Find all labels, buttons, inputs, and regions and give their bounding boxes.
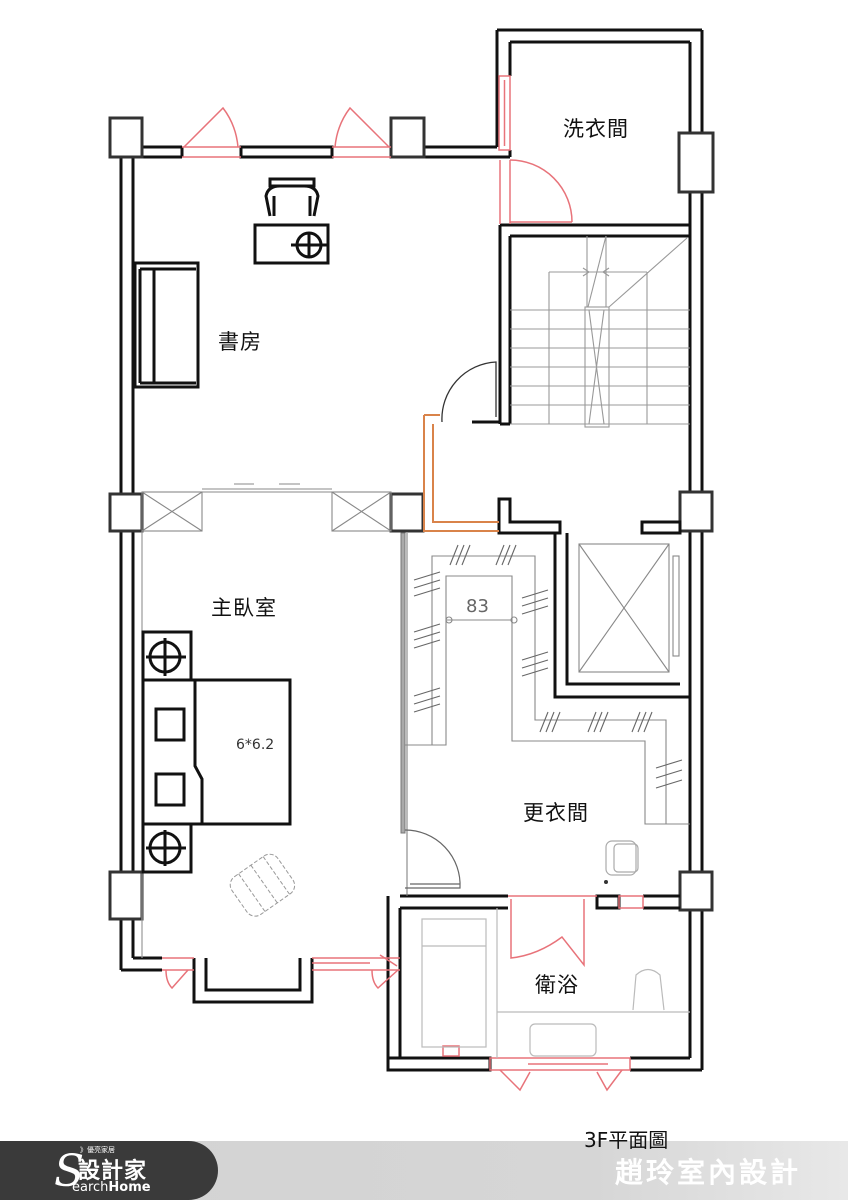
closet-door <box>404 829 461 889</box>
brand-name-en: earchHome <box>72 1180 151 1195</box>
plan-title: 3F平面圖 <box>584 1128 669 1152</box>
closet-dimension-label: 83 <box>466 596 489 617</box>
stair-door <box>441 361 497 423</box>
room-label-laundry: 洗衣間 <box>563 117 629 141</box>
brand-name-en-prefix: earch <box>72 1180 109 1195</box>
study-sofa <box>133 261 200 389</box>
staircase <box>510 235 690 428</box>
columns <box>108 116 715 921</box>
bed <box>141 630 292 874</box>
sliding-door <box>141 483 392 532</box>
brand-tagline: 》優亮家居 <box>80 1146 115 1154</box>
vanity-chair <box>605 840 639 876</box>
brand-name-en-bold: Home <box>108 1180 151 1195</box>
room-label-study: 書房 <box>218 330 262 354</box>
closet-outline <box>405 544 690 825</box>
room-label-bathroom: 衛浴 <box>535 973 579 997</box>
partition-wall <box>400 532 406 834</box>
brand-name-cn: 設計家 <box>78 1159 148 1184</box>
bathtub <box>421 908 690 1058</box>
elevator <box>578 543 680 673</box>
bed-size-label: 6*6.2 <box>236 737 275 753</box>
room-label-master-bedroom: 主臥室 <box>211 596 277 620</box>
exterior-walls <box>119 28 704 1072</box>
desk-chair <box>253 177 330 265</box>
orange-wall <box>423 414 499 532</box>
interior-walls <box>400 223 690 910</box>
brand-logo-panel <box>0 1141 218 1200</box>
brand-swirl-icon: S <box>54 1146 85 1197</box>
room-label-walk-in-closet: 更衣間 <box>523 801 589 825</box>
lounge-chair <box>229 853 296 917</box>
studio-name: 趙玲室內設計 <box>615 1156 802 1189</box>
doors-windows <box>162 75 644 1092</box>
